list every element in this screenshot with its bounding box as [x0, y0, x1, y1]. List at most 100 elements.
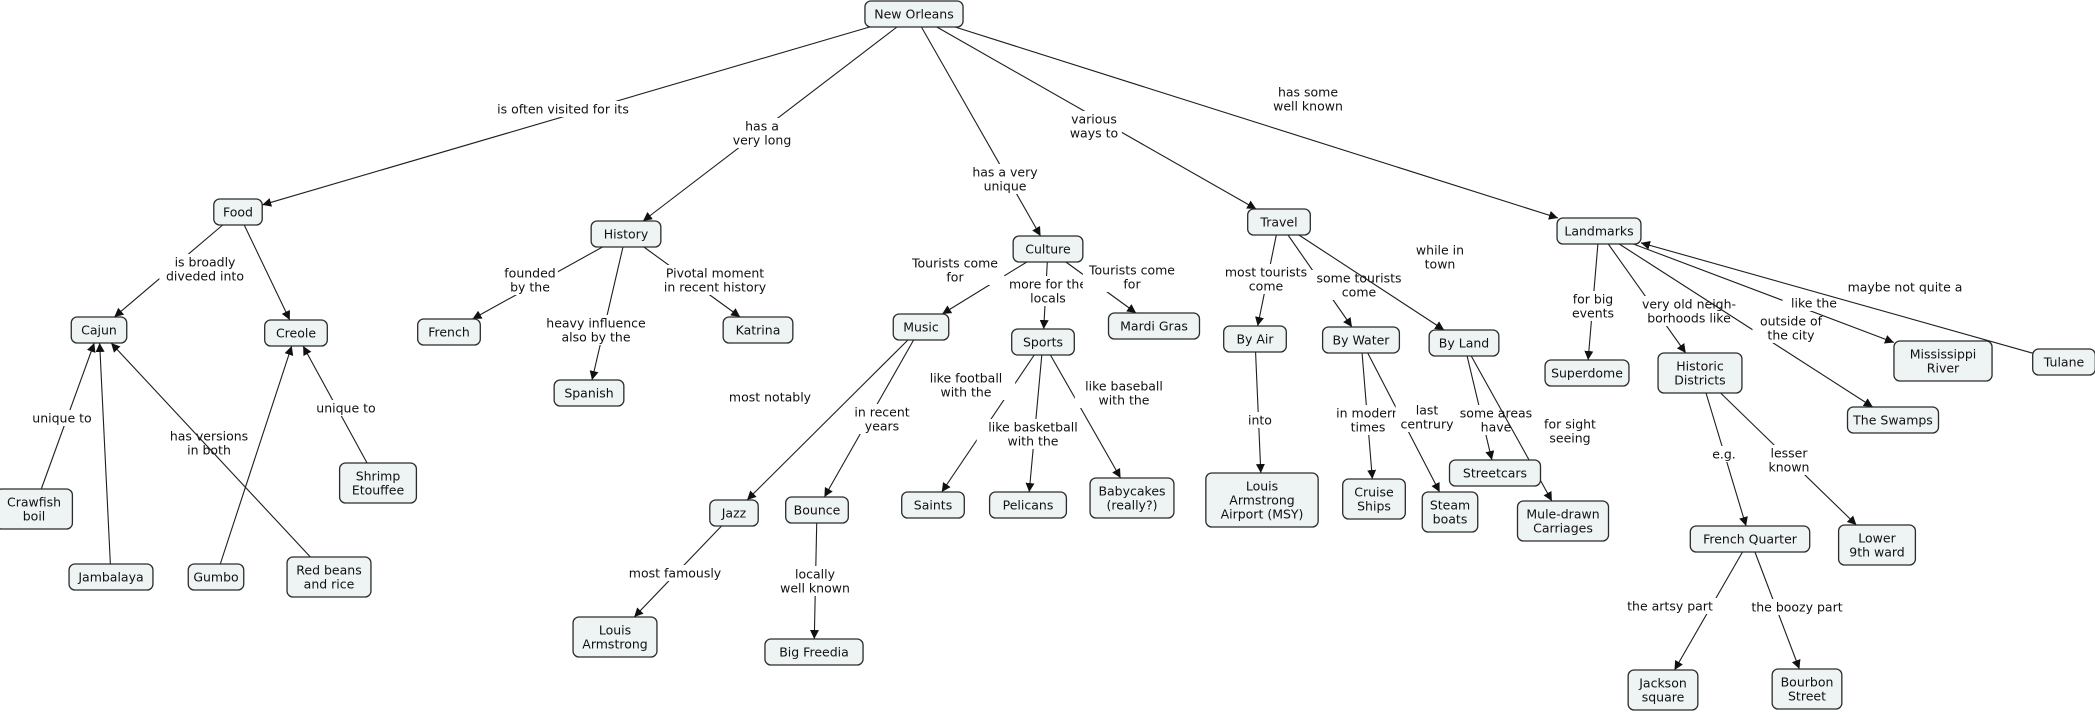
concept-node-french[interactable]: French: [417, 318, 481, 346]
node-label: boil: [23, 509, 46, 524]
concept-node-jazz[interactable]: Jazz: [709, 499, 759, 527]
concept-node-bounce[interactable]: Bounce: [785, 496, 849, 524]
concept-node-mardigras[interactable]: Mardi Gras: [1107, 312, 1201, 340]
node-box: [264, 319, 328, 347]
node-label: Mississippi: [1910, 347, 1977, 362]
concept-node-spanish[interactable]: Spanish: [553, 379, 625, 407]
concept-node-cajun[interactable]: Cajun: [70, 316, 128, 344]
link-label-background: [776, 566, 854, 596]
link-label-background: [625, 565, 725, 581]
concept-node-babycakes[interactable]: Babycakes(really?): [1089, 477, 1175, 519]
link-label: while in: [1416, 243, 1464, 258]
link-label: outside of: [1760, 314, 1823, 329]
node-label: Jackson: [1638, 676, 1687, 691]
concept-node-bigfreedia[interactable]: Big Freedia: [764, 638, 864, 666]
concept-node-travel[interactable]: Travel: [1247, 208, 1311, 236]
concept-node-culture[interactable]: Culture: [1012, 235, 1084, 263]
concept-node-bywater[interactable]: By Water: [1321, 326, 1401, 354]
link-label: diveded into: [166, 269, 244, 284]
link-label-background: [1565, 291, 1621, 321]
concept-node-landmarks[interactable]: Landmarks: [1556, 217, 1642, 245]
node-label: Louis: [1246, 479, 1278, 494]
link-label: for: [946, 270, 964, 285]
link-label: in recent: [854, 405, 909, 420]
link-line: [1640, 240, 2033, 354]
node-label: Historic: [1676, 359, 1724, 374]
node-label: Superdome: [1551, 366, 1623, 381]
concept-node-creole[interactable]: Creole: [264, 319, 328, 347]
link-label-background: [159, 254, 251, 284]
concept-node-saints[interactable]: Saints: [901, 491, 965, 519]
link-label: come: [1342, 285, 1377, 300]
link-label: events: [1572, 306, 1614, 321]
link-label-background: [1617, 598, 1723, 614]
link-line: [243, 224, 291, 321]
concept-node-streetcars[interactable]: Streetcars: [1448, 459, 1542, 487]
node-label: Armstrong: [1229, 493, 1294, 508]
link-gumbo-to-creole: [219, 345, 294, 565]
node-box: [1223, 325, 1287, 353]
link-label-background: [1744, 599, 1850, 615]
concept-node-pelicans[interactable]: Pelicans: [988, 491, 1068, 519]
link-label: well known: [780, 581, 850, 596]
link-tulane-to-landmarks: maybe not quite a: [1640, 240, 2033, 354]
concept-node-gumbo[interactable]: Gumbo: [187, 563, 245, 591]
node-box: [0, 488, 74, 530]
link-label: has some: [1278, 85, 1338, 100]
link-label-background: [1002, 276, 1094, 306]
concept-node-history[interactable]: History: [590, 220, 662, 248]
link-label: the boozy part: [1751, 600, 1842, 615]
concept-node-music[interactable]: Music: [892, 313, 950, 341]
link-label: in modern: [1336, 406, 1400, 421]
concept-node-tulane[interactable]: Tulane: [2032, 348, 2095, 376]
node-label: Armstrong: [582, 637, 647, 652]
link-shrimp-to-creole: unique to: [302, 345, 381, 464]
concept-node-katrina[interactable]: Katrina: [722, 316, 794, 344]
link-line: [219, 345, 294, 565]
concept-node-superdome[interactable]: Superdome: [1544, 359, 1630, 387]
link-crawfish-to-cajun: unique to: [27, 342, 97, 490]
concept-node-quarter[interactable]: French Quarter: [1689, 525, 1811, 553]
node-box: [1107, 312, 1201, 340]
link-label: into: [1248, 413, 1272, 428]
concept-node-sports[interactable]: Sports: [1011, 328, 1075, 356]
node-label: History: [604, 227, 649, 242]
concept-node-byair[interactable]: By Air: [1223, 325, 1287, 353]
concept-node-food[interactable]: Food: [213, 198, 263, 226]
concept-node-jambalaya[interactable]: Jambalaya: [68, 563, 154, 591]
node-label: New Orleans: [874, 7, 953, 22]
link-line: [954, 26, 1559, 220]
node-label: Creole: [276, 326, 316, 341]
node-label: Airport (MSY): [1221, 507, 1304, 522]
concept-node-new-orleans[interactable]: New Orleans: [864, 0, 964, 28]
node-box: [1516, 500, 1610, 542]
link-quarter-to-bourbon: the boozy part: [1744, 551, 1850, 670]
concept-node-byland[interactable]: By Land: [1428, 329, 1500, 357]
node-label: Louis: [599, 623, 631, 638]
node-label: Streetcars: [1463, 466, 1527, 481]
concept-node-swamps[interactable]: The Swamps: [1846, 406, 1940, 434]
link-jazz-to-louis: most famously: [625, 525, 725, 618]
node-box: [722, 316, 794, 344]
link-line: [1298, 234, 1445, 331]
link-label: Pivotal moment: [666, 266, 764, 281]
